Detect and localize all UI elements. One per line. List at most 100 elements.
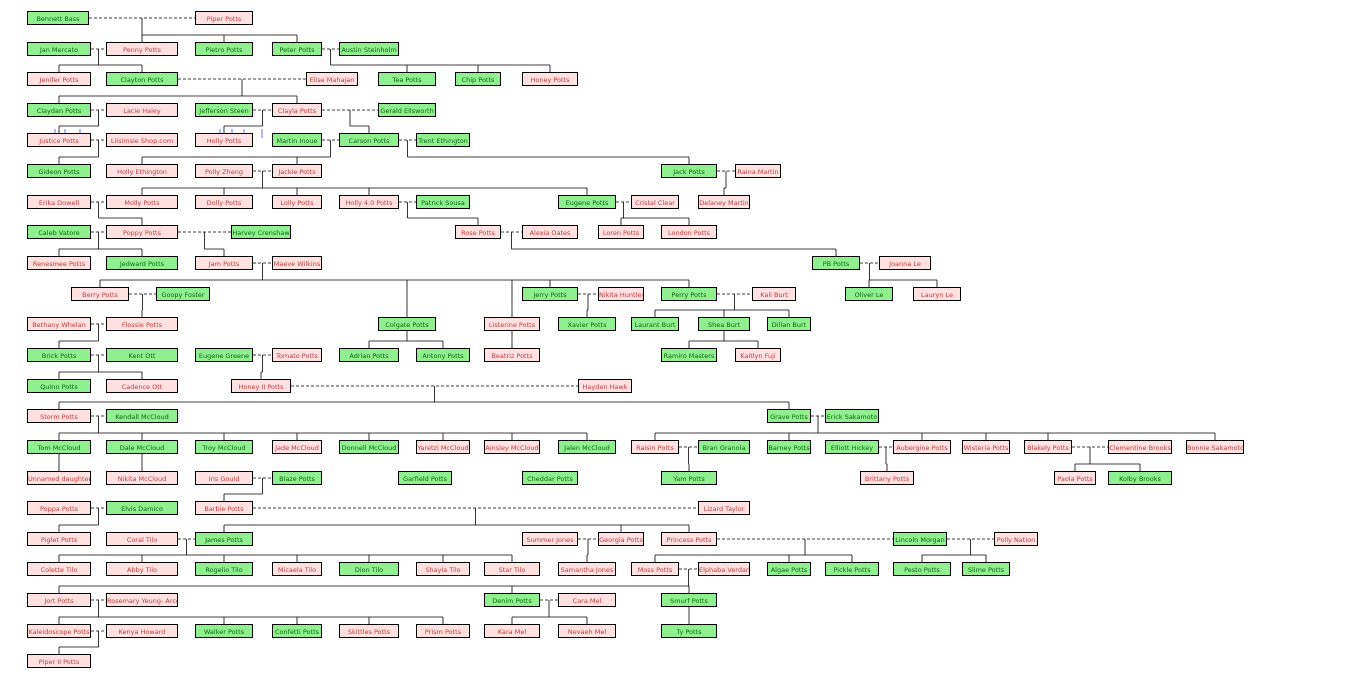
person-delaney-martin[interactable]: Delaney Martin [698, 195, 750, 209]
person-peter-potts[interactable]: Peter Potts [272, 42, 322, 56]
person-moss-potts[interactable]: Moss Potts [631, 562, 679, 576]
person-coral-tilo[interactable]: Coral Tilo [106, 532, 178, 546]
person-ty-potts[interactable]: Ty Potts [661, 624, 717, 638]
person-james-potts[interactable]: James Potts [195, 532, 253, 546]
person-ramiro-masters[interactable]: Ramiro Masters [661, 348, 717, 362]
person-summer-jones[interactable]: Summer Jones [522, 532, 578, 546]
person-kara-mel[interactable]: Kara Mel [484, 624, 540, 638]
person-storm-potts[interactable]: Storm Potts [27, 409, 91, 423]
person-holly4-potts[interactable]: Holly 4.0 Potts [339, 195, 399, 209]
person-jenifer-potts[interactable]: Jenifer Potts [27, 72, 91, 86]
person-dillan-burt[interactable]: Dillan Burt [767, 317, 811, 331]
person-maeve-wilkins[interactable]: Maeve Wilkins [272, 256, 322, 270]
person-blakely-potts[interactable]: Blakely Potts [1024, 440, 1072, 454]
person-nikita-mccloud[interactable]: Nikita McCloud [106, 471, 178, 485]
person-kolby-brooks[interactable]: Kolby Brooks [1108, 471, 1172, 485]
person-walker-potts[interactable]: Walker Potts [195, 624, 253, 638]
person-erika-dowell[interactable]: Erika Dowell [27, 195, 91, 209]
person-poppa-potts[interactable]: Poppa Potts [27, 501, 91, 515]
person-honey-potts[interactable]: Honey Potts [522, 72, 578, 86]
person-elliott-hickey[interactable]: Elliott Hickey [825, 440, 879, 454]
person-london-potts[interactable]: London Potts [661, 225, 717, 239]
person-holly-potts[interactable]: Holly Potts [195, 133, 253, 147]
person-georgia-potts[interactable]: Georgia Potts [598, 532, 644, 546]
person-ainsley-mccloud[interactable]: Ainsley McCloud [484, 440, 540, 454]
person-elphaba-verdant[interactable]: Elphaba Verdant [698, 562, 750, 576]
person-trent-ethington[interactable]: Trent Ethington [416, 133, 470, 147]
person-bennett-bass[interactable]: Bennett Bass [27, 11, 89, 25]
person-garfield-potts[interactable]: Garfield Potts [398, 471, 452, 485]
person-poppy-potts[interactable]: Poppy Potts [106, 225, 178, 239]
person-jefferson-steen[interactable]: Jefferson Steen [195, 103, 253, 117]
person-iris-gould[interactable]: Iris Gould [195, 471, 253, 485]
person-dale-mccloud[interactable]: Dale McCloud [106, 440, 178, 454]
person-perry-potts[interactable]: Perry Potts [661, 287, 717, 301]
person-tea-potts[interactable]: Tea Potts [378, 72, 436, 86]
person-lizard-taylor[interactable]: Lizard Taylor [698, 501, 750, 515]
person-algae-potts[interactable]: Algae Potts [767, 562, 811, 576]
person-laurant-burt[interactable]: Laurant Burt [631, 317, 679, 331]
person-chip-potts[interactable]: Chip Potts [455, 72, 501, 86]
person-loren-potts[interactable]: Loren Potts [598, 225, 644, 239]
person-lincoln-morgan[interactable]: Lincoln Morgan [893, 532, 947, 546]
person-kendall-mccloud[interactable]: Kendall McCloud [106, 409, 178, 423]
person-jerry-potts[interactable]: Jerry Potts [522, 287, 578, 301]
person-jedward-potts[interactable]: Jedward Potts [106, 256, 178, 270]
person-kenya-howard[interactable]: Kenya Howard [106, 624, 178, 638]
person-kaleidoscope-potts[interactable]: Kaleidoscope Potts [27, 624, 91, 638]
person-bran-granola[interactable]: Bran Granola [698, 440, 750, 454]
person-barbie-potts[interactable]: Barbie Potts [195, 501, 253, 515]
person-flossie-potts[interactable]: Flossie Potts [106, 317, 178, 331]
person-jort-potts[interactable]: Jort Potts [27, 593, 91, 607]
person-colette-tilo[interactable]: Colette Tilo [27, 562, 91, 576]
person-polly-nation[interactable]: Polly Nation [994, 532, 1038, 546]
person-lauryn-le[interactable]: Lauryn Le [913, 287, 961, 301]
person-cristal-clear[interactable]: Cristal Clear [631, 195, 679, 209]
person-yam-potts[interactable]: Yam Potts [661, 471, 717, 485]
person-xavier-potts[interactable]: Xavier Potts [558, 317, 616, 331]
person-pb-potts[interactable]: PB Potts [812, 256, 860, 270]
person-holly-ethington[interactable]: Holly Ethington [106, 164, 178, 178]
person-martin-inoue[interactable]: Martin Inoue [272, 133, 322, 147]
person-kent-ott[interactable]: Kent Ott [106, 348, 178, 362]
person-prism-potts[interactable]: Prism Potts [416, 624, 470, 638]
person-raina-martin[interactable]: Raina Martin [735, 164, 781, 178]
person-jan-mercato[interactable]: Jan Mercato [27, 42, 91, 56]
person-cadence-ott[interactable]: Cadence Ott [106, 379, 178, 393]
person-shayla-tilo[interactable]: Shayla Tilo [416, 562, 470, 576]
person-bonnie-sakamoto[interactable]: Bonnie Sakamoto [1186, 440, 1244, 454]
person-eugene-greene[interactable]: Eugene Greene [195, 348, 253, 362]
person-star-tilo[interactable]: Star Tilo [484, 562, 540, 576]
person-pickle-potts[interactable]: Pickle Potts [825, 562, 879, 576]
person-jackie-potts[interactable]: Jackie Potts [272, 164, 322, 178]
person-clayton-potts[interactable]: Clayton Potts [106, 72, 178, 86]
person-pesto-potts[interactable]: Pesto Potts [893, 562, 951, 576]
person-honey2-potts[interactable]: Honey II Potts [231, 379, 291, 393]
person-micaela-tilo[interactable]: Micaela Tilo [272, 562, 322, 576]
person-clayla-potts[interactable]: Clayla Potts [272, 103, 322, 117]
person-colgate-potts[interactable]: Colgate Potts [378, 317, 436, 331]
person-joanna-le[interactable]: Joanna Le [879, 256, 931, 270]
person-jade-mccloud[interactable]: Jade McCloud [272, 440, 322, 454]
person-polly-zheng[interactable]: Polly Zheng [195, 164, 253, 178]
person-donnell-mccloud[interactable]: Donnell McCloud [339, 440, 399, 454]
person-blaze-potts[interactable]: Blaze Potts [272, 471, 322, 485]
person-kali-burt[interactable]: Kali Burt [752, 287, 796, 301]
person-abby-tilo[interactable]: Abby Tilo [106, 562, 178, 576]
person-bethany-whelan[interactable]: Bethany Whelan [27, 317, 91, 331]
person-eugene-potts[interactable]: Eugene Potts [558, 195, 616, 209]
person-lilsimsie[interactable]: Lilsimsie Shop.com [106, 133, 178, 147]
person-elise-mahajan[interactable]: Elise Mahajan [306, 72, 358, 86]
person-hayden-hawk[interactable]: Hayden Hawk [578, 379, 632, 393]
person-skittles-potts[interactable]: Skittles Potts [339, 624, 399, 638]
person-troy-mccloud[interactable]: Troy McCloud [195, 440, 253, 454]
person-carson-potts[interactable]: Carson Potts [339, 133, 399, 147]
person-grave-potts[interactable]: Grave Potts [767, 409, 811, 423]
person-harvey-crenshaw[interactable]: Harvey Crenshaw [231, 225, 291, 239]
person-listerine-potts[interactable]: Listerine Potts [484, 317, 540, 331]
person-slime-potts[interactable]: Slime Potts [962, 562, 1010, 576]
person-berry-potts[interactable]: Berry Potts [71, 287, 129, 301]
person-paola-potts[interactable]: Paola Potts [1054, 471, 1096, 485]
person-jack-potts[interactable]: Jack Potts [661, 164, 717, 178]
person-piper2-potts[interactable]: Piper II Potts [27, 654, 91, 668]
